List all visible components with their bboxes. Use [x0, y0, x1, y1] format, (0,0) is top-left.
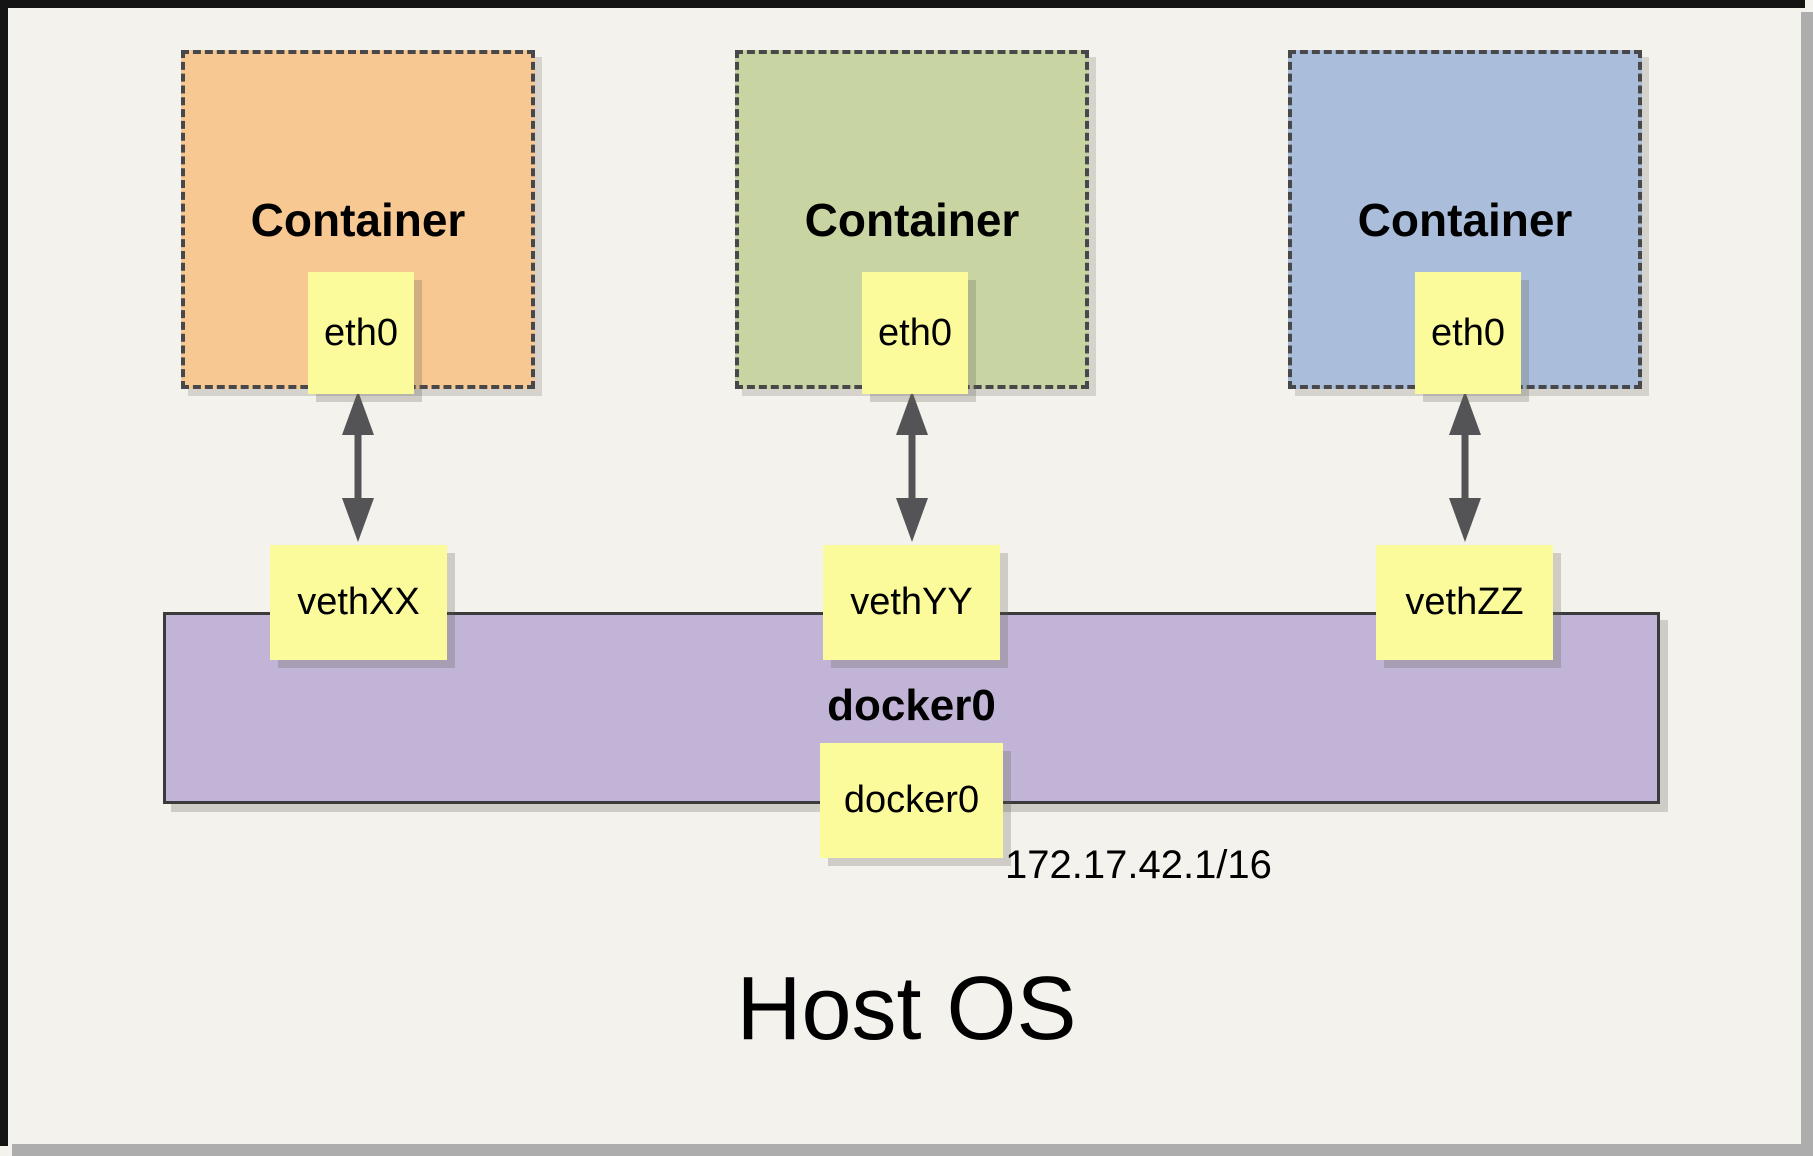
double-arrow-icon-3 — [1449, 391, 1481, 542]
container-label-3: Container — [1357, 194, 1573, 246]
eth0-interface-box-3: eth0 — [1415, 272, 1521, 394]
bridge-ip-label: 172.17.42.1/16 — [1005, 843, 1272, 887]
container-box-2: Container eth0 — [735, 50, 1089, 394]
eth0-interface-box-1: eth0 — [308, 272, 414, 394]
eth0-interface-box-2: eth0 — [862, 272, 968, 394]
frame-edge-right — [1801, 12, 1813, 1156]
container-box-1: Container eth0 — [181, 50, 535, 394]
double-arrow-icon-1 — [342, 391, 374, 542]
frame-edge-top — [0, 0, 1805, 8]
veth-box-2: vethYY — [823, 545, 1000, 660]
host-os-title: Host OS — [736, 959, 1077, 1059]
container-label-1: Container — [250, 194, 466, 246]
container-box-3: Container eth0 — [1288, 50, 1642, 394]
frame-edge-left — [0, 0, 8, 1146]
docker0-interface-box: docker0 — [820, 743, 1003, 858]
container-label-2: Container — [804, 194, 1020, 246]
veth-box-3: vethZZ — [1376, 545, 1553, 660]
docker0-bridge-title: docker0 — [827, 681, 996, 730]
frame-edge-bottom — [12, 1144, 1813, 1156]
veth-box-1: vethXX — [270, 545, 447, 660]
double-arrow-icon-2 — [896, 391, 928, 542]
